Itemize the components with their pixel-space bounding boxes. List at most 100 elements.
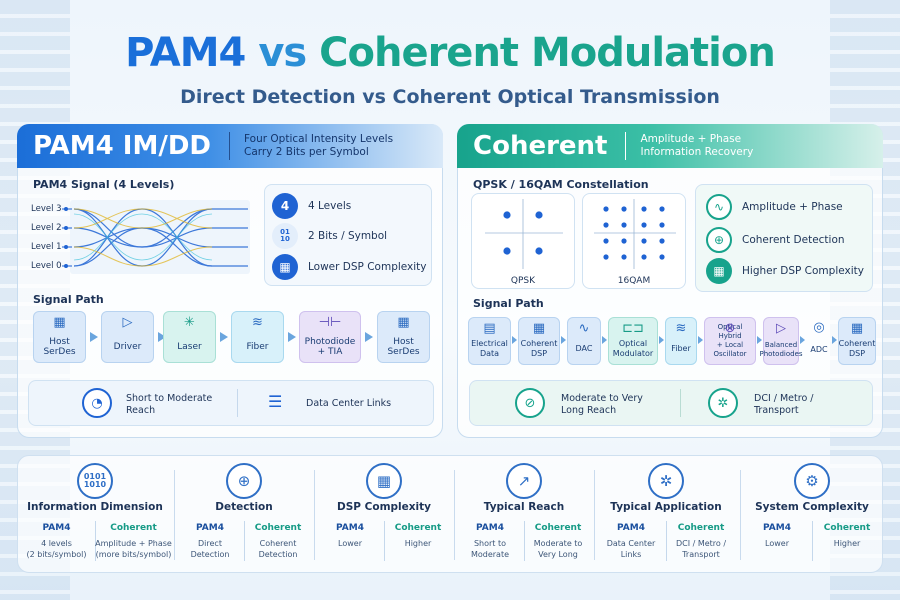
page-subtitle: Direct Detection vs Coherent Optical Tra… [180,86,720,108]
modulator-icon: ⊏⊐ [622,321,644,336]
photodiode-icon: ▷ [776,321,786,336]
path-arrow [512,336,517,344]
path-laser: ✳ Laser [163,311,216,363]
path-arrow [800,336,805,344]
wave-icon: ∿ [578,321,590,336]
trend-icon: ↗ [506,463,542,499]
pam4-signal-path-label: Signal Path [33,293,104,306]
path-fiber: ≋ Fiber [231,311,284,363]
path-arrow [561,336,566,344]
coherent-signal-path-label: Signal Path [473,297,544,310]
feature-4-levels: 4 4 Levels [272,193,351,219]
feature-lower-dsp: ▦ Lower DSP Complexity [272,254,427,280]
path-fiber-coherent: ≋ Fiber [665,317,697,365]
path-arrow [90,332,98,342]
coherent-header-desc-1: Amplitude + Phase [640,133,742,145]
pam4-header-desc-1: Four Optical Intensity Levels [244,133,394,145]
target-icon: ⊕ [226,463,262,499]
compare-typical-application: ✲ Typical Application PAM4 Coherent Data… [596,456,736,574]
page-title: PAM4 vs Coherent Modulation [125,30,776,76]
adc-icon: ◎ [813,320,825,335]
level-label-0: Level 0 [31,261,62,271]
path-driver: ▷ Driver [101,311,154,363]
fiber-icon: ≋ [675,321,687,336]
path-arrow [832,336,837,344]
server-icon: ☰ [268,392,283,411]
box-divider [680,389,681,417]
document-icon: ▤ [483,321,496,336]
compare-system-complexity: ⚙ System Complexity PAM4 Coherent Lower … [742,456,882,574]
path-arrow [602,336,607,344]
constellation-label: QPSK / 16QAM Constellation [473,178,649,191]
chip-icon: ▦ [850,321,864,336]
feature-amplitude-phase: ∿ Amplitude + Phase [706,194,843,220]
path-arrow [659,336,664,344]
photodiode-icon: ⊣⊢ [318,315,342,330]
path-arrow [220,332,228,342]
four-levels-icon: 4 [272,193,298,219]
feature-coherent-detection: ⊕ Coherent Detection [706,227,845,253]
coherent-application: DCI / Metro /Transport [754,393,814,416]
path-arrow [698,336,703,344]
network-icon: ✲ [648,463,684,499]
target-icon: ⊕ [706,227,732,253]
laser-icon: ✳ [184,315,195,330]
network-icon: ✲ [708,388,738,418]
box-divider [237,389,238,417]
pam4-signal-label: PAM4 Signal (4 Levels) [33,178,175,191]
chip-icon: ▦ [272,254,298,280]
path-arrow [757,336,762,344]
pam4-header-title: PAM4 IM/DD [33,131,212,161]
chip-icon: ▦ [706,258,732,284]
level-label-1: Level 1 [31,242,62,252]
fiber-icon: ≋ [252,315,263,330]
path-optical-hybrid: ⊗ Optical Hybrid+ Local Oscillator [704,317,756,365]
gear-icon: ⚙ [794,463,830,499]
qpsk-label: QPSK [510,276,536,286]
coherent-header-title: Coherent [473,131,608,161]
level-label-2: Level 2 [31,223,62,233]
pam4-header: PAM4 IM/DD Four Optical Intensity Levels… [17,124,443,168]
link-icon: ⊘ [515,388,545,418]
header-divider [625,132,627,160]
header-divider [229,132,231,160]
compare-dsp-complexity: ▦ DSP Complexity PAM4 Coherent Lower Hig… [316,456,452,574]
qpsk-constellation [485,199,563,269]
path-arrow [365,332,373,342]
path-arrow [288,332,296,342]
chip-icon: ▦ [397,315,410,330]
hybrid-icon: ⊗ [724,321,736,336]
level-label-3: Level 3 [31,204,62,214]
coherent-header-desc-2: Information Recovery [640,146,754,158]
pam4-header-desc-2: Carry 2 Bits per Symbol [244,146,369,158]
wave-icon: ∿ [706,194,732,220]
chip-icon: ▦ [532,321,546,336]
pam4-eye-diagram [62,200,250,274]
qam16-label: 16QAM [617,276,651,286]
feature-higher-dsp: ▦ Higher DSP Complexity [706,258,864,284]
path-arrow [158,332,166,342]
qam16-constellation [594,199,676,269]
path-photodiode-tia: ⊣⊢ Photodiode+ TIA [299,311,361,363]
pam4-application: Data Center Links [306,398,392,409]
path-adc: ◎ ADC [806,317,832,365]
chip-icon: ▦ [366,463,402,499]
gauge-icon: ◔ [82,388,112,418]
chip-icon: ▦ [53,315,66,330]
path-dac: ∿ DAC [567,317,601,365]
